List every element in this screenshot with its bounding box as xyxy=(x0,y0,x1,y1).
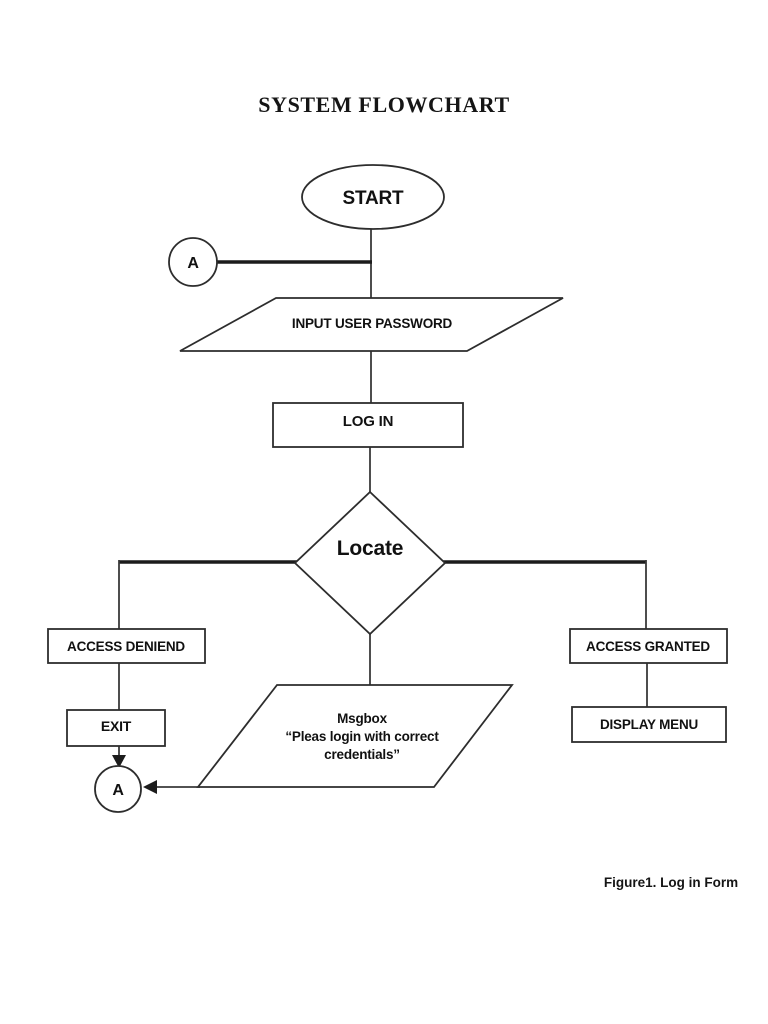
decision-label: Locate xyxy=(337,537,404,560)
figure-caption: Figure1. Log in Form xyxy=(604,875,738,890)
locate-decision-diamond xyxy=(293,490,447,636)
page-title: SYSTEM FLOWCHART xyxy=(258,92,509,117)
input-label: INPUT USER PASSWORD xyxy=(292,316,453,331)
display-menu-label: DISPLAY MENU xyxy=(600,717,698,732)
arrowhead-left-icon xyxy=(143,780,157,794)
offpage-connector-bottom-label: A xyxy=(112,782,124,799)
start-terminator xyxy=(301,164,445,230)
access-denied-box xyxy=(47,628,206,664)
login-label: LOG IN xyxy=(343,413,393,430)
msgbox-label-line3: credentials” xyxy=(324,747,400,762)
exit-box xyxy=(66,709,166,747)
input-parallelogram xyxy=(179,297,564,352)
display-menu-box xyxy=(571,706,727,743)
offpage-connector-bottom xyxy=(94,765,142,813)
msgbox-parallelogram xyxy=(196,684,514,788)
login-process-box xyxy=(272,402,464,448)
access-granted-box xyxy=(569,628,728,664)
msgbox-label-line2: “Pleas login with correct xyxy=(285,729,439,744)
exit-label: EXIT xyxy=(101,718,132,734)
access-granted-label: ACCESS GRANTED xyxy=(586,639,710,654)
flow-connectors xyxy=(112,228,648,794)
offpage-connector-top xyxy=(168,237,218,287)
arrowhead-down-icon xyxy=(112,755,126,768)
msgbox-label-line1: Msgbox xyxy=(337,711,387,726)
start-label: START xyxy=(343,188,405,209)
offpage-connector-top-label: A xyxy=(187,255,199,272)
access-denied-label: ACCESS DENIEND xyxy=(67,639,185,654)
